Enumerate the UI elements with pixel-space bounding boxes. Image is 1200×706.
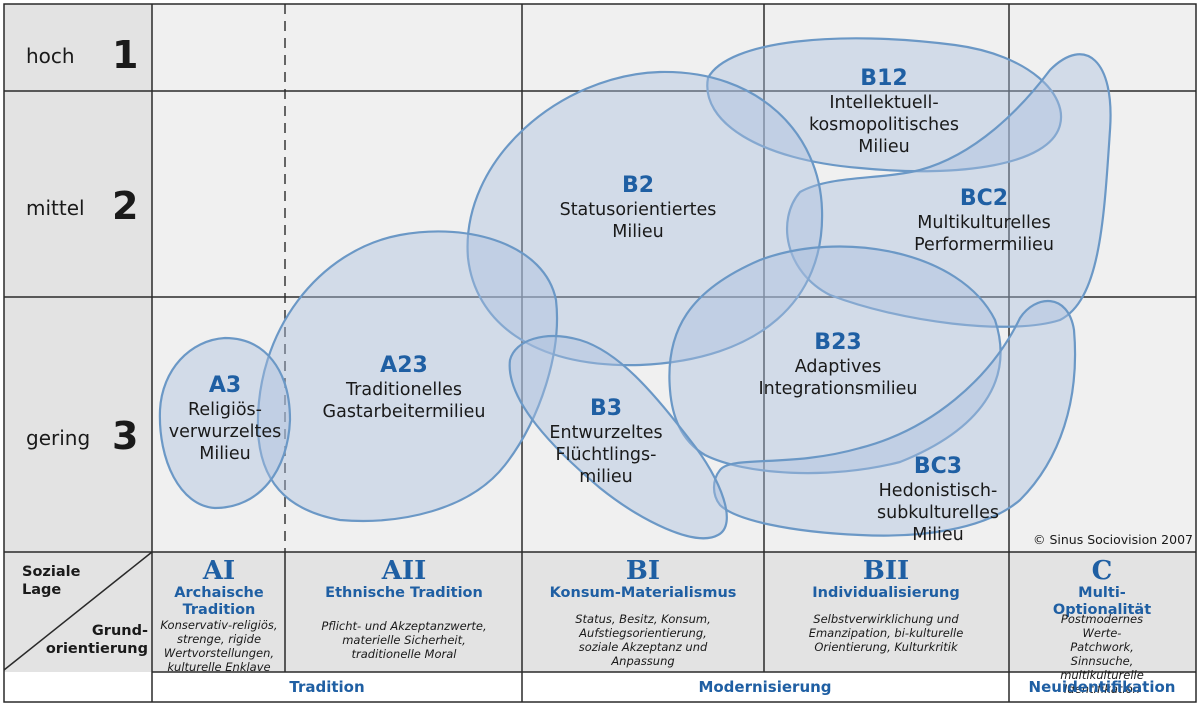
milieu-b12-name: Intellektuell- kosmopolitisches Milieu	[808, 93, 960, 157]
milieu-a23-name: Traditionelles Gastarbeitermilieu	[322, 380, 486, 422]
milieu-b23-code: B23	[814, 330, 862, 355]
milieu-b23: B23 Adaptives Integrationsmilieu	[758, 330, 917, 400]
blob-bc3	[712, 300, 1077, 537]
milieu-b2: B2 Statusorientiertes Milieu	[560, 173, 717, 243]
milieu-a3: A3 Religiös- verwurzeltes Milieu	[169, 373, 281, 465]
corner-label-grundorientierung: Grund- orientierung	[45, 623, 148, 657]
orientation-c-description: Postmodernes Werte- Patchwork, Sinnsuche…	[1060, 612, 1144, 696]
grid-area	[4, 4, 1196, 552]
milieu-b3: B3 Entwurzeltes Flüchtlings- milieu	[549, 396, 662, 488]
milieu-b12: B12 Intellektuell- kosmopolitisches Mili…	[809, 66, 959, 158]
blob-a23	[256, 230, 559, 522]
milieu-blobs	[158, 37, 1112, 540]
band-tradition: Tradition	[289, 678, 365, 696]
orientation-aii-code: AII	[381, 556, 427, 586]
orientation-c: C Multi-Optionalität	[1053, 557, 1151, 619]
milieu-a23: A23 Traditionelles Gastarbeitermilieu	[323, 353, 486, 423]
blob-b2	[466, 70, 824, 367]
milieu-b3-name: Entwurzeltes Flüchtlings- milieu	[549, 423, 663, 487]
milieu-a3-name: Religiös- verwurzeltes Milieu	[168, 400, 282, 464]
orientation-bii-code: BII	[862, 556, 910, 586]
milieu-a23-code: A23	[380, 353, 428, 378]
blob-b23	[668, 245, 1002, 475]
row-number-1: 1	[112, 33, 139, 77]
blob-bc2	[786, 53, 1112, 328]
milieu-bc3-code: BC3	[913, 454, 963, 479]
milieu-bc2-name: Multikulturelles Performermilieu	[914, 213, 1054, 255]
corner-label-soziale-lage: Soziale Lage	[22, 564, 81, 598]
band-modernisierung: Modernisierung	[698, 678, 832, 696]
copyright-notice: © Sinus Sociovision 2007	[1033, 532, 1193, 547]
row-number-3: 3	[112, 414, 139, 458]
row-number-2: 2	[112, 184, 139, 228]
milieu-bc3: BC3 Hedonistisch- subkulturelles Milieu	[877, 454, 999, 546]
orientation-c-title: Multi-Optionalität	[1052, 585, 1152, 618]
milieu-bc2-code: BC2	[959, 186, 1009, 211]
orientation-bii-description: Selbstverwirklichung und Emanzipation, b…	[808, 612, 964, 654]
blob-b12	[706, 37, 1063, 173]
row-label-gering: gering	[26, 426, 91, 450]
orientation-bi-code: BI	[625, 556, 661, 586]
row-label-column	[4, 4, 152, 552]
blob-b3	[508, 335, 728, 540]
orientation-bi-description: Status, Besitz, Konsum, Aufstiegsorienti…	[575, 612, 711, 668]
orientation-aii: AII Ethnische Tradition	[325, 557, 483, 602]
orientation-header-area	[4, 552, 1196, 672]
band-neuidentifikation: Neuidentifikation	[1028, 678, 1176, 696]
orientation-ai: AI Archaische Tradition	[174, 557, 263, 619]
milieu-a3-code: A3	[208, 373, 242, 398]
orientation-c-code: C	[1091, 556, 1113, 586]
milieu-b3-code: B3	[589, 396, 623, 421]
orientation-aii-title: Ethnische Tradition	[325, 585, 483, 601]
orientation-bi: BI Konsum-Materialismus	[550, 557, 737, 602]
milieu-b2-name: Statusorientiertes Milieu	[559, 200, 717, 242]
grid-lines	[3, 3, 1197, 703]
orientation-ai-title: Archaische Tradition	[174, 585, 264, 618]
milieu-bc3-name: Hedonistisch- subkulturelles Milieu	[876, 481, 1000, 545]
band-row	[4, 672, 1196, 702]
orientation-bii: BII Individualisierung	[812, 557, 960, 602]
blob-a3	[158, 336, 292, 510]
orientation-bi-title: Konsum-Materialismus	[549, 585, 737, 601]
orientation-ai-description: Konservativ-religiös, strenge, rigide We…	[160, 618, 278, 674]
row-label-mittel: mittel	[26, 196, 85, 220]
row-label-hoch: hoch	[26, 44, 75, 68]
milieu-b12-code: B12	[860, 66, 908, 91]
orientation-aii-description: Pflicht- und Akzeptanzwerte, materielle …	[321, 619, 487, 661]
orientation-bii-title: Individualisierung	[812, 585, 960, 601]
milieu-bc2: BC2 Multikulturelles Performermilieu	[914, 186, 1054, 256]
milieu-b2-code: B2	[621, 173, 655, 198]
orientation-ai-code: AI	[202, 556, 236, 586]
milieu-b23-name: Adaptives Integrationsmilieu	[758, 357, 918, 399]
